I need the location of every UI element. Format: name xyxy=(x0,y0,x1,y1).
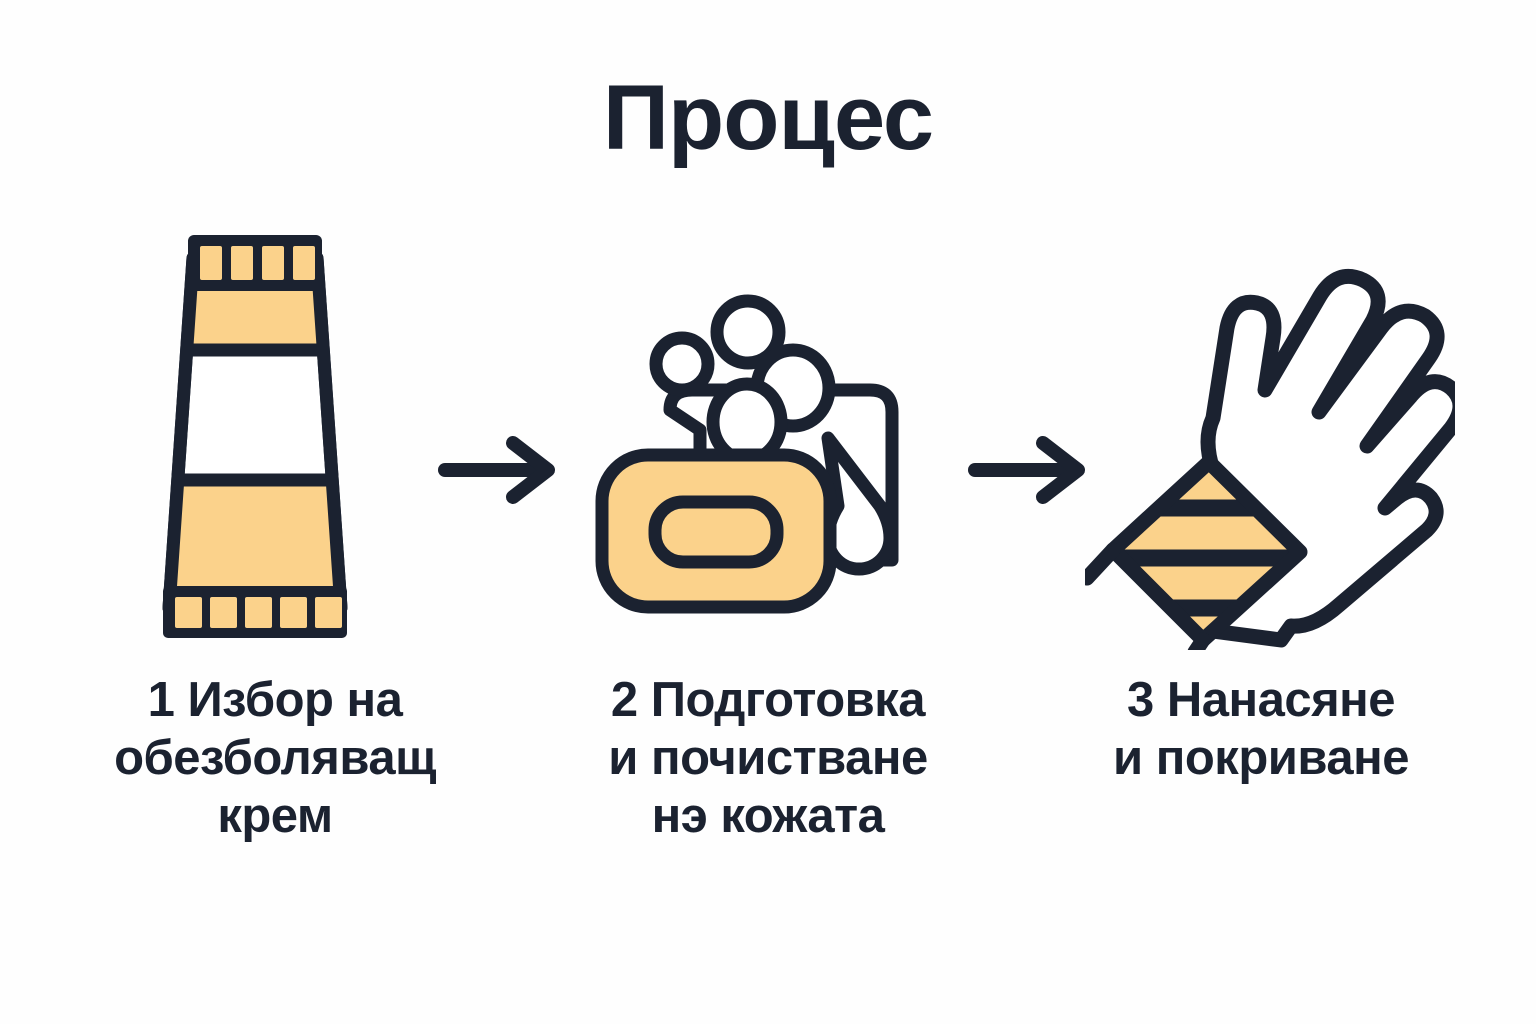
soap-bar-inset xyxy=(648,495,784,569)
step-captions-row: 1 Избор на обезболяващ крем 2 Подготовка… xyxy=(60,672,1476,845)
bandage-tail-top xyxy=(1079,542,1121,586)
connector-arrow-2 xyxy=(965,435,1095,510)
step-1-caption: 1 Избор на обезболяващ крем xyxy=(114,673,436,843)
step-2-caption: 2 Подготовка и почистване нэ кожата xyxy=(608,673,928,843)
process-steps-row xyxy=(60,230,1476,660)
step-3-caption: 3 Нанасяне и покриване xyxy=(1113,673,1409,785)
page-title: Процес xyxy=(602,67,934,169)
cream-tube-icon xyxy=(162,235,348,638)
step-3-icon xyxy=(1079,240,1468,660)
bubble-top xyxy=(710,294,786,370)
soap-bar-with-bubbles-icon xyxy=(595,294,899,614)
bandaged-hand-icon xyxy=(1079,269,1468,660)
step-2-icon xyxy=(580,270,960,645)
bubble-small-left xyxy=(649,331,715,397)
arrow-right-icon xyxy=(968,436,1085,504)
connector-arrow-1 xyxy=(435,435,565,510)
arrow-right-icon xyxy=(438,436,555,504)
step-1-icon xyxy=(145,230,365,655)
bandage-tail-bottom xyxy=(1187,632,1211,660)
